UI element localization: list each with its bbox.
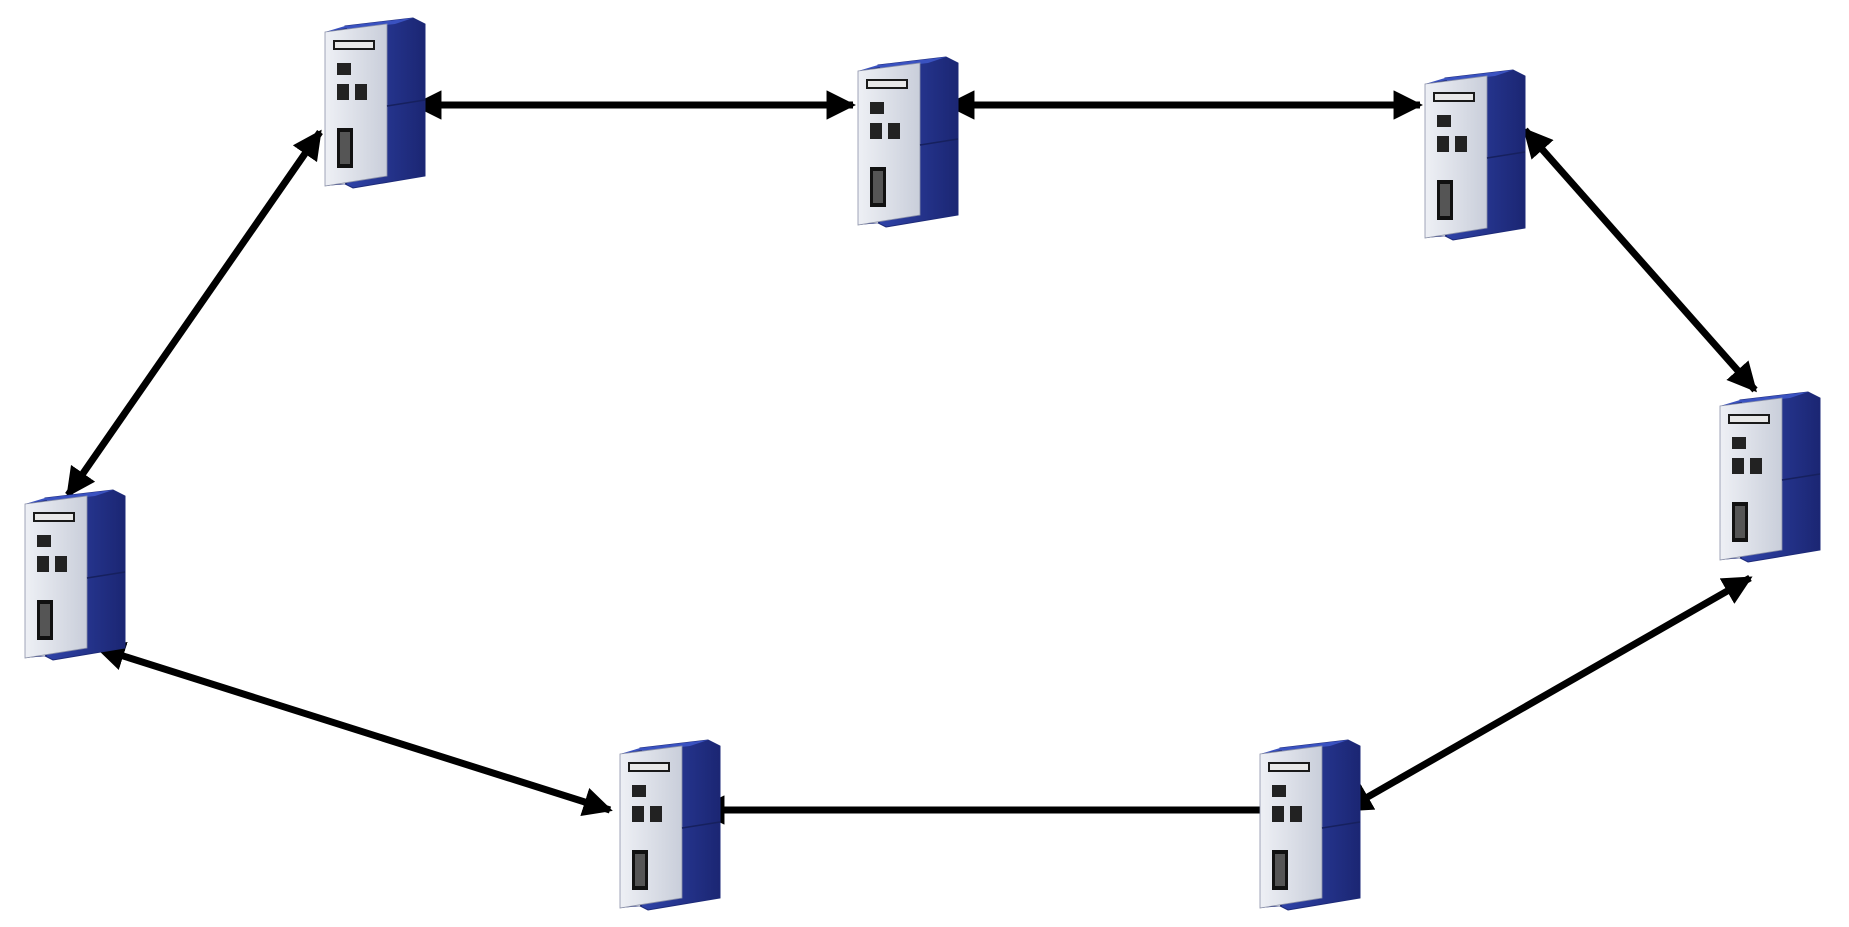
link-arrow-switch-7-switch-1 <box>65 129 323 498</box>
switch-4-network-switch-icon <box>1719 391 1821 563</box>
link-arrow-switch-6-switch-7 <box>95 641 613 817</box>
switch-2-network-switch-icon <box>857 56 959 228</box>
switch-7-network-switch-icon <box>1259 739 1361 911</box>
switch-6-network-switch-icon <box>619 739 721 911</box>
switch-3-network-switch-icon <box>1424 69 1526 241</box>
nodes-layer <box>24 17 1821 911</box>
switch-5-network-switch-icon <box>24 489 126 661</box>
links-layer <box>65 90 1758 825</box>
link-arrow-switch-3-switch-4 <box>1522 127 1758 393</box>
switch-1-network-switch-icon <box>324 17 426 189</box>
link-arrow-switch-4-switch-5 <box>1342 574 1753 814</box>
